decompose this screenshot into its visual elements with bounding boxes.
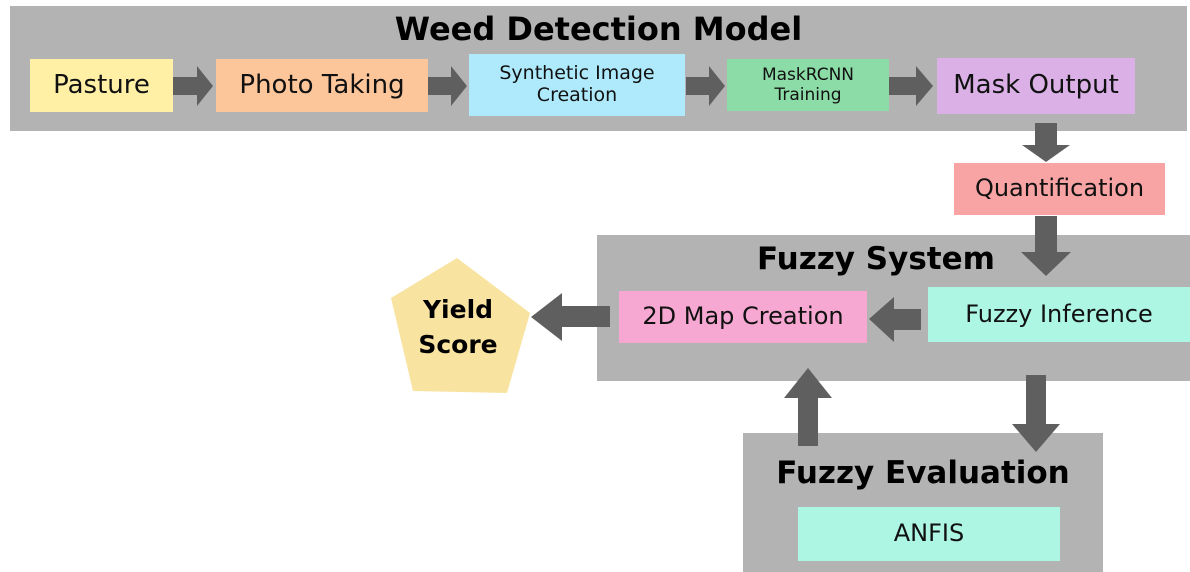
quantification-box: Quantification bbox=[954, 163, 1165, 215]
yield-score-line1: Yield bbox=[422, 295, 494, 324]
anfis-label: ANFIS bbox=[893, 519, 965, 548]
photo-taking-box: Photo Taking bbox=[216, 59, 428, 112]
synthetic-image-label-line2: Creation bbox=[536, 84, 618, 106]
synthetic-image-label-line1: Synthetic Image bbox=[499, 62, 655, 85]
arrow-photo-to-synthetic bbox=[428, 66, 467, 106]
arrow-system-to-evaluation bbox=[1012, 375, 1060, 452]
quantification-label: Quantification bbox=[974, 174, 1145, 203]
arrow-map-to-yield bbox=[531, 293, 610, 341]
arrow-synthetic-to-maskrcnn bbox=[686, 66, 725, 106]
maskrcnn-label-line2: Training bbox=[774, 85, 842, 105]
anfis-box: ANFIS bbox=[798, 507, 1060, 561]
arrow-maskoutput-to-quantification bbox=[1022, 123, 1070, 162]
arrow-maskrcnn-to-maskoutput bbox=[889, 66, 933, 106]
fuzzy-system-title: Fuzzy System bbox=[757, 241, 995, 277]
fuzzy-inference-box: Fuzzy Inference bbox=[928, 287, 1190, 342]
mask-output-box: Mask Output bbox=[937, 58, 1135, 114]
map-creation-label: 2D Map Creation bbox=[642, 302, 844, 331]
map-creation-box: 2D Map Creation bbox=[619, 291, 867, 343]
arrow-evaluation-to-system bbox=[784, 368, 832, 446]
pasture-label: Pasture bbox=[53, 69, 150, 100]
yield-score-line2: Score bbox=[418, 330, 498, 359]
fuzzy-inference-label: Fuzzy Inference bbox=[965, 299, 1153, 328]
photo-taking-label: Photo Taking bbox=[239, 69, 405, 100]
synthetic-image-box: Synthetic Image Creation bbox=[469, 54, 685, 116]
arrow-inference-to-map bbox=[869, 297, 921, 342]
maskrcnn-box: MaskRCNN Training bbox=[727, 59, 889, 111]
mask-output-label: Mask Output bbox=[953, 70, 1119, 101]
maskrcnn-label-line1: MaskRCNN bbox=[761, 64, 855, 85]
pasture-box: Pasture bbox=[30, 59, 173, 112]
arrow-pasture-to-photo bbox=[173, 66, 213, 106]
arrow-quantification-to-inference bbox=[1021, 216, 1071, 276]
fuzzy-evaluation-title: Fuzzy Evaluation bbox=[776, 455, 1070, 491]
yield-score-label: Yield Score bbox=[402, 292, 514, 362]
weed-detection-title: Weed Detection Model bbox=[394, 10, 803, 48]
